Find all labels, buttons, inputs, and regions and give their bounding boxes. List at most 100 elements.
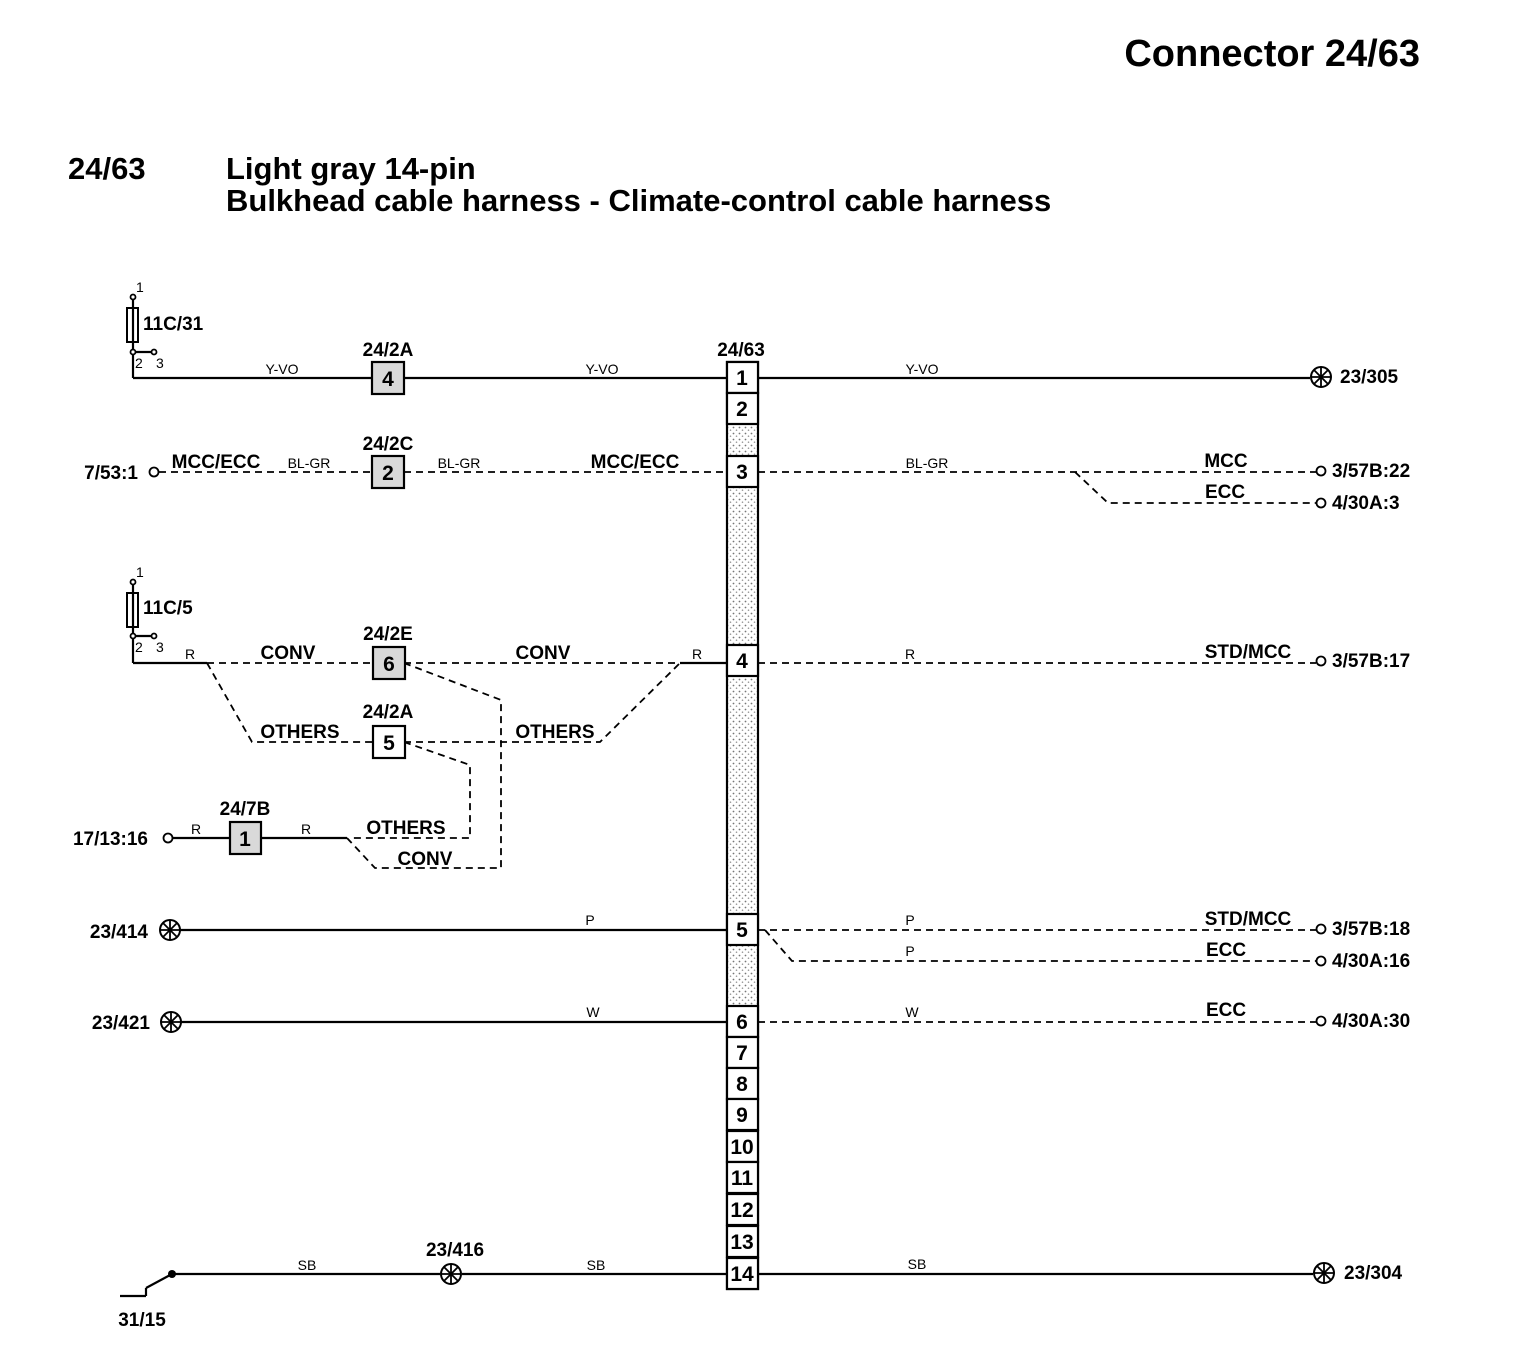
endpoint-label: 3/57B:18 [1332,919,1410,940]
fuse-label: 11C/5 [143,598,193,619]
circuit-pin-5: 23/414 P P P STD/MCC ECC 3/57B:18 4/30A:… [90,909,1410,972]
inline-connector-24-2e: 6 24/2E [363,624,413,681]
variant-label: MCC [1204,451,1248,472]
inline-connector-24-2a: 4 24/2A [363,340,414,396]
variant-label: OTHERS [260,722,339,743]
connector-pin-8: 8 [725,1066,760,1101]
pin-label: 1 [736,367,748,390]
variant-label: STD/MCC [1205,909,1292,930]
inline-connector-label: 24/2C [363,434,414,455]
pin-label: 11 [731,1167,754,1190]
ground-point-23-304 [1313,1262,1335,1284]
terminal-17-13-16 [162,832,174,844]
variant-label: OTHERS [515,722,594,743]
wire-color-label: Y-VO [586,361,619,377]
inline-connector-label: 24/2A [363,702,414,723]
fuse-11c-5: 1 11C/5 2 3 [126,564,193,663]
ground-point-23-305 [1310,366,1332,388]
wire-color-label: R [905,646,915,662]
wire-color-label: R [191,821,201,837]
terminal-3-57b-22 [1315,465,1327,477]
inline-pin-label: 2 [382,462,394,485]
fuse-11c-31: 1 11C/31 2 3 [126,279,204,378]
connector-pin-2: 2 [725,391,760,426]
wire-color-label: P [585,912,594,928]
wire-color-label: SB [587,1257,606,1273]
fuse-pin-2: 2 [135,639,143,655]
connector-label: 24/63 [717,340,765,361]
wire-color-label: R [692,646,702,662]
wire-color-label: R [301,821,311,837]
fuse-pin-2: 2 [135,355,143,371]
main-connector: 24/63 1 2 3 4 5 6 7 8 9 10 11 12 13 14 [717,340,765,1291]
inline-pin-label: 1 [239,828,251,851]
terminal-4-30a-16 [1315,955,1327,967]
wire-color-label: BL-GR [288,455,331,471]
connector-pin-11: 11 [725,1160,760,1195]
endpoint-label: 4/30A:16 [1332,951,1410,972]
variant-label: MCC/ECC [172,452,261,473]
connector-pin-6: 6 [725,1004,760,1039]
circuit-pin-1: 1 11C/31 2 3 Y-VO Y-VO Y-VO 4 24/2A 23/3… [126,279,1399,396]
wire-color-label: R [185,646,195,662]
endpoint-label: 23/414 [90,922,149,943]
connector-pin-5: 5 [725,912,760,947]
endpoint-label: 4/30A:3 [1332,493,1400,514]
pin-label: 6 [736,1011,748,1034]
endpoint-label: 3/57B:17 [1332,651,1410,672]
wire-color-label: SB [908,1256,927,1272]
circuit-pin-6: 23/421 W W ECC 4/30A:30 [92,1000,1410,1034]
endpoint-label: 23/416 [426,1240,484,1261]
variant-label: CONV [516,643,571,664]
wire-color-label: P [905,912,914,928]
wire-color-label: P [905,943,914,959]
connector-code: 24/63 [68,151,146,186]
inline-connector-label: 24/2A [363,340,414,361]
page-title: Connector 24/63 [1124,33,1420,75]
wire-color-label: W [905,1004,919,1020]
pin-label: 14 [730,1263,754,1286]
inline-connector-24-2c: 2 24/2C [363,434,414,490]
inline-pin-label: 4 [382,368,394,391]
ground-point-23-414 [159,919,181,941]
terminal-4-30a-3 [1315,497,1327,509]
connector-pin-7: 7 [725,1035,760,1070]
pin-label: 2 [736,398,748,421]
connector-pin-14: 14 [725,1256,760,1291]
variant-label: OTHERS [366,818,445,839]
wire-color-label: BL-GR [438,455,481,471]
terminal-4-30a-30 [1315,1015,1327,1027]
inline-connector-label: 24/7B [220,799,271,820]
endpoint-label: 17/13:16 [73,829,148,850]
fuse-pin-3: 3 [156,355,164,371]
variant-label: ECC [1206,940,1246,961]
fuse-label: 11C/31 [143,314,204,335]
endpoint-label: 23/421 [92,1013,151,1034]
wire-color-label: BL-GR [906,455,949,471]
connector-pin-1: 1 [725,360,760,395]
terminal-3-57b-18 [1315,923,1327,935]
pin-label: 4 [736,650,748,673]
inline-pin-label: 6 [383,653,395,676]
ground-switch-31-15 [120,1270,176,1298]
endpoint-label: 7/53:1 [84,463,138,484]
wire-color-label: Y-VO [266,361,299,377]
wire-color-label: W [586,1004,600,1020]
endpoint-label: 31/15 [118,1310,166,1331]
inline-pin-label: 5 [383,732,395,755]
wire-color-label: Y-VO [906,361,939,377]
pin-label: 9 [736,1104,748,1127]
pin-label: 12 [730,1199,753,1222]
harness-description: Bulkhead cable harness - Climate-control… [226,183,1051,218]
inline-connector-24-2a-mid: 5 24/2A [363,702,414,760]
endpoint-label: 23/305 [1340,367,1399,388]
circuit-pin-14: 31/15 SB SB SB 23/416 23/304 [118,1240,1402,1331]
pin-label: 3 [736,461,748,484]
variant-label: ECC [1206,1000,1246,1021]
fuse-pin-1: 1 [136,279,144,295]
pin-label: 13 [730,1231,753,1254]
endpoint-label: 23/304 [1344,1263,1403,1284]
connector-pin-10: 10 [725,1129,760,1164]
pin-label: 7 [736,1042,748,1065]
